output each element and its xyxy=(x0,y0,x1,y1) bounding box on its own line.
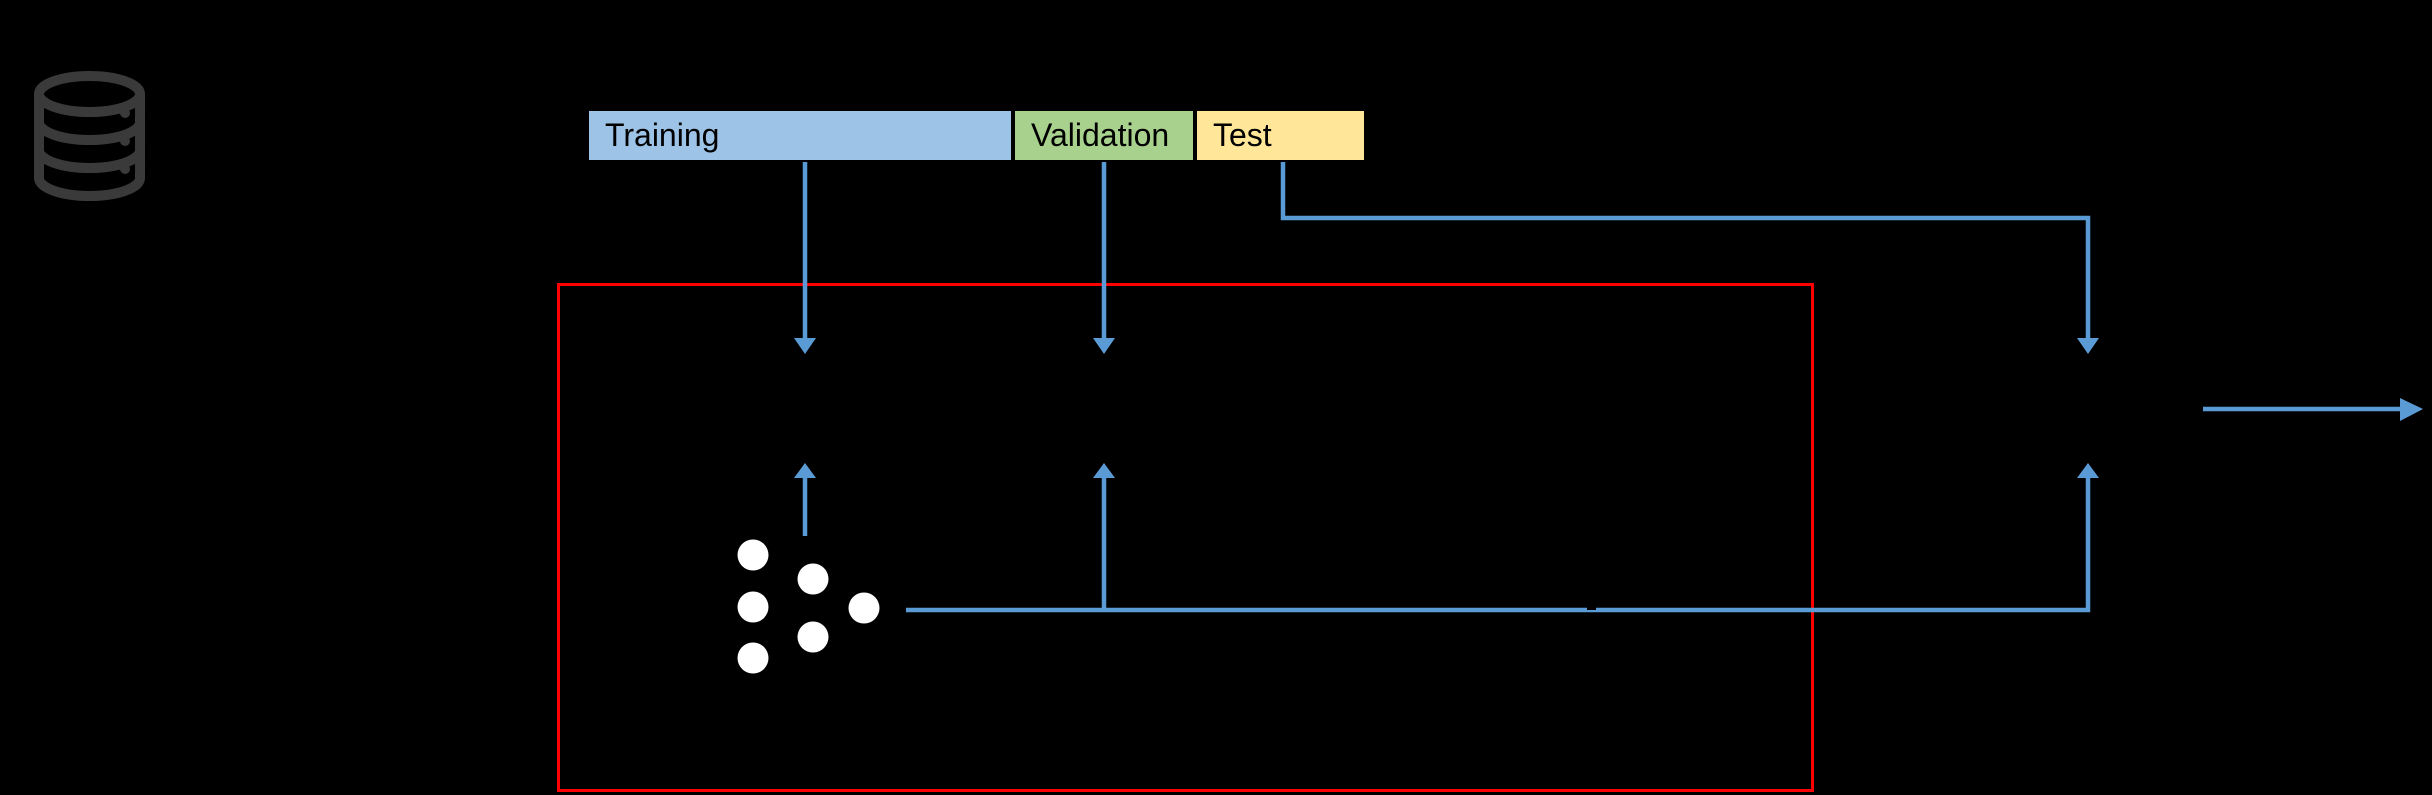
training-down-arrowhead xyxy=(794,338,816,354)
test-segment: Test xyxy=(1195,109,1366,162)
final-up-arrowhead xyxy=(2077,463,2099,478)
nn-node-output-1 xyxy=(848,592,880,624)
test-label: Test xyxy=(1213,117,1272,153)
test-elbow-arrow-line xyxy=(1280,162,2091,339)
database-led-dots xyxy=(120,108,130,174)
nn-node-input-2 xyxy=(737,591,769,623)
database-band-1 xyxy=(34,117,145,145)
database-dot-1 xyxy=(120,108,130,118)
model-up-arrowhead xyxy=(794,463,816,478)
nn-node-input-3 xyxy=(737,642,769,674)
database-band-2 xyxy=(34,145,145,173)
validation-down-arrowhead xyxy=(1093,338,1115,354)
line-overlap-artifact xyxy=(1587,606,1596,610)
training-segment: Training xyxy=(587,109,1013,162)
neural-network-nodes-icon xyxy=(737,539,880,674)
validation-label: Validation xyxy=(1031,117,1170,153)
nn-node-input-1 xyxy=(737,539,769,571)
database-dot-3 xyxy=(120,164,130,174)
feedback-line xyxy=(906,478,2091,613)
database-icon xyxy=(34,71,145,201)
dataset-split-bar: Training Validation Test xyxy=(587,109,1366,162)
nn-node-hidden-1 xyxy=(797,563,829,595)
nn-node-hidden-2 xyxy=(797,621,829,653)
validation-segment: Validation xyxy=(1013,109,1195,162)
validation-up-arrowhead xyxy=(1093,463,1115,478)
loop-rectangle xyxy=(557,283,1814,792)
database-icon-strokes xyxy=(34,71,145,201)
database-band-3 xyxy=(34,173,145,201)
test-down-arrowhead xyxy=(2077,338,2099,354)
training-label: Training xyxy=(605,117,720,153)
output-right-arrowhead xyxy=(2400,398,2423,421)
database-dot-2 xyxy=(120,136,130,146)
